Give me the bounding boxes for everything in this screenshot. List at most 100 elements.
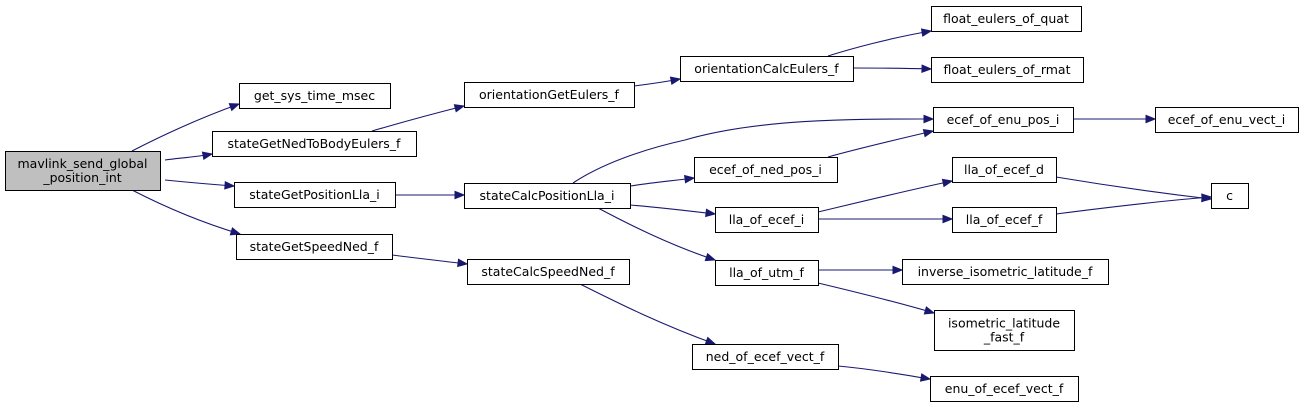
edge-orientationCalcEulers-to-float_eulers_of_rmat (852, 64, 933, 74)
edge-lla_of_utm-to-inverse_isometric (818, 265, 904, 275)
arrowhead (229, 227, 242, 236)
arrowhead (457, 258, 469, 268)
node-ecef_of_ned_pos[interactable]: ecef_of_ned_pos_i (694, 157, 838, 183)
node-box[interactable] (467, 259, 630, 285)
node-box[interactable] (1211, 183, 1249, 209)
arrowhead (224, 180, 236, 190)
node-label: lla_of_ecef_d (964, 162, 1044, 177)
arrowhead (704, 252, 717, 262)
node-lla_of_ecef_f[interactable]: lla_of_ecef_f (952, 207, 1057, 233)
node-orientationCalcEulers[interactable]: orientationCalcEulers_f (680, 56, 854, 82)
arrowhead (1145, 114, 1157, 124)
edge-mavlink-to-stateGetSpeedNed (131, 189, 242, 236)
edge-stateGetNedToBodyEulers-to-orientationGetEulers (371, 104, 466, 132)
node-box[interactable] (234, 182, 396, 208)
node-box[interactable] (952, 157, 1057, 183)
node-label: _fast_f (983, 330, 1025, 345)
edge-ecef_of_enu_pos-to-ecef_of_enu_vect (1073, 114, 1157, 124)
edge-orientationCalcEulers-to-float_eulers_of_quat (827, 28, 933, 57)
node-box[interactable] (464, 183, 631, 209)
node-label: ecef_of_enu_pos_i (947, 112, 1060, 127)
node-enu_of_ecef_vect[interactable]: enu_of_ecef_vect_f (930, 376, 1079, 402)
arrowhead (201, 151, 214, 161)
arrowhead (684, 174, 696, 184)
node-box[interactable] (692, 344, 839, 370)
node-stateCalcPositionLla[interactable]: stateCalcPositionLla_i (464, 183, 631, 209)
node-box[interactable] (931, 57, 1084, 83)
edge-stateCalcPositionLla-to-lla_of_utm (597, 207, 717, 262)
node-float_eulers_of_quat[interactable]: float_eulers_of_quat (931, 6, 1082, 32)
arrowhead (454, 190, 466, 200)
node-stateGetNedToBodyEulers[interactable]: stateGetNedToBodyEulers_f (212, 131, 417, 157)
edge-mavlink-to-get_sys_time (131, 103, 241, 152)
arrowhead (923, 114, 935, 124)
node-c[interactable]: c (1211, 183, 1249, 209)
node-box[interactable] (715, 260, 819, 286)
node-label: stateGetSpeedNed_f (250, 239, 379, 254)
node-label: orientationCalcEulers_f (694, 61, 839, 76)
node-float_eulers_of_rmat[interactable]: float_eulers_of_rmat (931, 57, 1084, 83)
arrowhead (705, 208, 717, 218)
node-stateGetSpeedNed[interactable]: stateGetSpeedNed_f (236, 234, 393, 260)
node-inverse_isometric[interactable]: inverse_isometric_latitude_f (902, 259, 1109, 285)
edge-orientationGetEulers-to-orientationCalcEulers (633, 76, 682, 87)
node-stateGetPositionLla[interactable]: stateGetPositionLla_i (234, 182, 396, 208)
arrowhead (922, 128, 935, 138)
node-box[interactable] (694, 157, 838, 183)
node-stateCalcSpeedNed[interactable]: stateCalcSpeedNed_f (467, 259, 630, 285)
node-box[interactable] (5, 151, 161, 191)
node-label: orientationGetEulers_f (479, 87, 620, 102)
node-orientationGetEulers[interactable]: orientationGetEulers_f (464, 82, 635, 108)
node-box[interactable] (930, 376, 1079, 402)
node-label: ned_of_ecef_vect_f (706, 349, 825, 364)
edge-stateGetPositionLla-to-stateCalcPositionLla (395, 190, 466, 200)
node-box[interactable] (934, 310, 1075, 351)
node-label: isometric_latitude (948, 316, 1060, 331)
node-box[interactable] (902, 259, 1109, 285)
node-mavlink[interactable]: mavlink_send_global_position_int (5, 151, 161, 191)
node-box[interactable] (236, 234, 393, 260)
node-label: _position_int (42, 170, 121, 185)
arrowhead (941, 178, 954, 188)
node-box[interactable] (1155, 107, 1299, 133)
node-get_sys_time[interactable]: get_sys_time_msec (239, 83, 391, 109)
node-box[interactable] (952, 207, 1057, 233)
node-lla_of_ecef_d[interactable]: lla_of_ecef_d (952, 157, 1057, 183)
arrowhead (892, 265, 904, 275)
node-label: c (1226, 188, 1233, 203)
node-box[interactable] (239, 83, 391, 109)
node-isometric_latitude_fast[interactable]: isometric_latitude_fast_f (934, 310, 1075, 351)
edge-mavlink-to-stateGetNedToBodyEulers (164, 151, 214, 161)
node-box[interactable] (212, 131, 417, 157)
node-ecef_of_enu_pos[interactable]: ecef_of_enu_pos_i (933, 107, 1074, 133)
node-box[interactable] (464, 82, 635, 108)
edges-layer (131, 28, 1213, 382)
node-label: float_eulers_of_rmat (944, 62, 1071, 77)
node-ecef_of_enu_vect[interactable]: ecef_of_enu_vect_i (1155, 107, 1299, 133)
node-label: get_sys_time_msec (254, 88, 375, 103)
node-label: float_eulers_of_quat (943, 11, 1069, 26)
node-label: stateCalcPositionLla_i (480, 188, 615, 203)
arrowhead (453, 104, 466, 113)
arrowhead (669, 76, 682, 86)
edge-stateCalcSpeedNed-to-ned_of_ecef_vect (579, 283, 717, 345)
node-lla_of_ecef_i[interactable]: lla_of_ecef_i (715, 207, 819, 233)
node-label: enu_of_ecef_vect_f (945, 381, 1064, 396)
node-label: lla_of_ecef_i (729, 212, 805, 227)
node-lla_of_utm[interactable]: lla_of_utm_f (715, 260, 819, 286)
arrowhead (919, 373, 932, 382)
arrowhead (921, 64, 933, 74)
node-box[interactable] (931, 6, 1082, 32)
node-box[interactable] (680, 56, 854, 82)
edge-lla_of_ecef_d-to-c (1055, 176, 1213, 203)
node-box[interactable] (715, 207, 819, 233)
arrowhead (704, 336, 717, 345)
edge-lla_of_ecef_i-to-lla_of_ecef_f (817, 214, 954, 224)
node-ned_of_ecef_vect[interactable]: ned_of_ecef_vect_f (692, 344, 839, 370)
node-label: inverse_isometric_latitude_f (918, 264, 1093, 279)
node-label: stateCalcSpeedNed_f (481, 264, 615, 279)
edge-ned_of_ecef_vect-to-enu_of_ecef_vect (837, 365, 932, 382)
node-box[interactable] (933, 107, 1074, 133)
edge-stateGetSpeedNed-to-stateCalcSpeedNed (391, 254, 469, 268)
